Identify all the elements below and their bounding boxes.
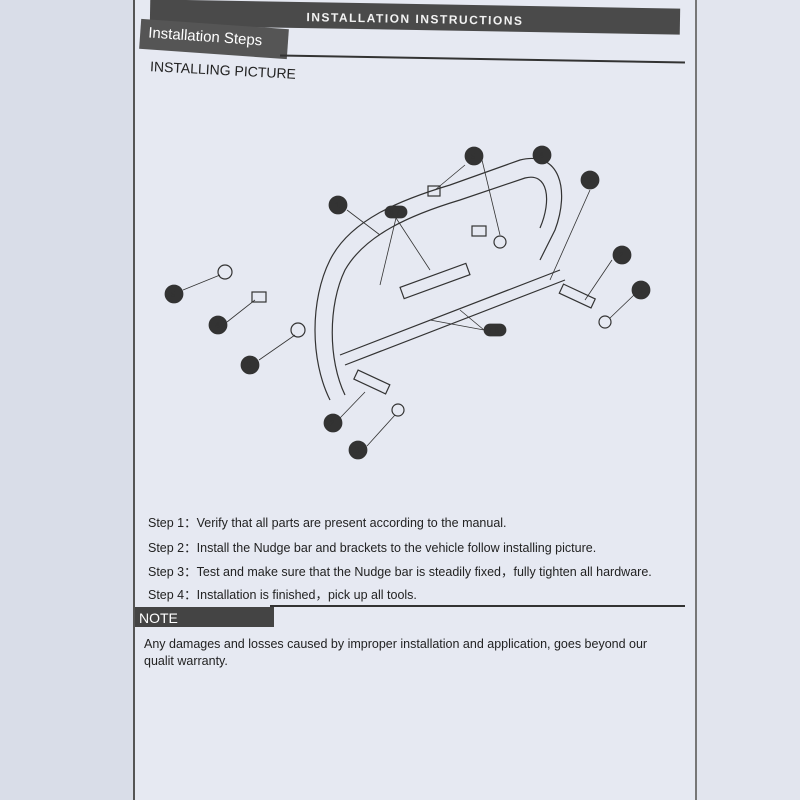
step-3: Step 3：Test and make sure that the Nudge…	[148, 565, 652, 579]
nudge-bar-tube	[314, 157, 563, 401]
svg-text:6 7: 6 7	[389, 208, 401, 217]
svg-text:5: 5	[171, 290, 176, 299]
svg-text:3: 3	[638, 286, 643, 295]
step-2: Step 2：Install the Nudge bar and bracket…	[148, 541, 597, 555]
instruction-sheet	[133, 0, 697, 800]
bolt-lower	[353, 369, 405, 417]
bolt-left	[217, 264, 306, 338]
installation-diagram: 1 2 2 3 3 3 3 4 4 5 5 6 7 7 8	[164, 145, 651, 460]
svg-text:4: 4	[539, 151, 544, 160]
svg-text:2: 2	[330, 419, 335, 428]
svg-text:7 8: 7 8	[488, 326, 500, 335]
background-edge	[695, 0, 800, 800]
svg-text:5: 5	[471, 152, 476, 161]
svg-text:4: 4	[215, 321, 220, 330]
crossbar	[339, 269, 566, 366]
step-4: Step 4：Installation is finished，pick up …	[148, 588, 417, 602]
divider	[270, 605, 685, 607]
step-1: Step 1：Verify that all parts are present…	[148, 516, 507, 530]
callout-label: 1	[335, 201, 340, 210]
svg-text:3: 3	[247, 361, 252, 370]
svg-text:3: 3	[587, 176, 592, 185]
note-text: Any damages and losses caused by imprope…	[144, 637, 648, 668]
svg-text:3: 3	[355, 446, 360, 455]
note-heading: NOTE	[135, 607, 274, 627]
svg-text:2: 2	[619, 251, 624, 260]
bolt-right	[558, 283, 612, 329]
